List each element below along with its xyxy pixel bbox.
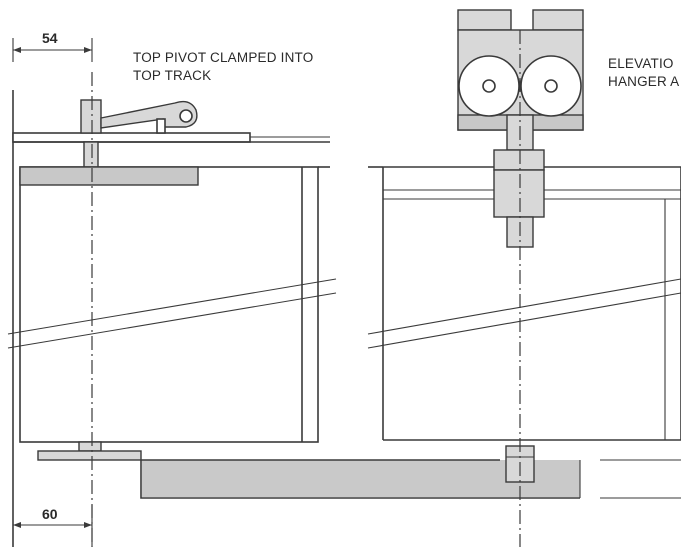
right-door-panel [367,166,681,441]
floor-channel [140,459,681,499]
pivot-label-line1: TOP PIVOT CLAMPED INTO [133,50,313,65]
top-pivot [80,99,198,170]
top-track-left [12,132,330,143]
pivot-label-line2: TOP TRACK [133,68,211,83]
bottom-dimension: 60 [13,505,93,547]
top-dimension: 54 [12,30,93,62]
top-dimension-label: 54 [42,30,58,46]
bottom-pivot [37,441,142,461]
bottom-dimension-label: 60 [42,506,58,522]
elevation-label-line2: HANGER A [608,74,679,89]
elevation-label-line1: ELEVATIO [608,56,674,71]
left-door-panel [7,166,337,443]
